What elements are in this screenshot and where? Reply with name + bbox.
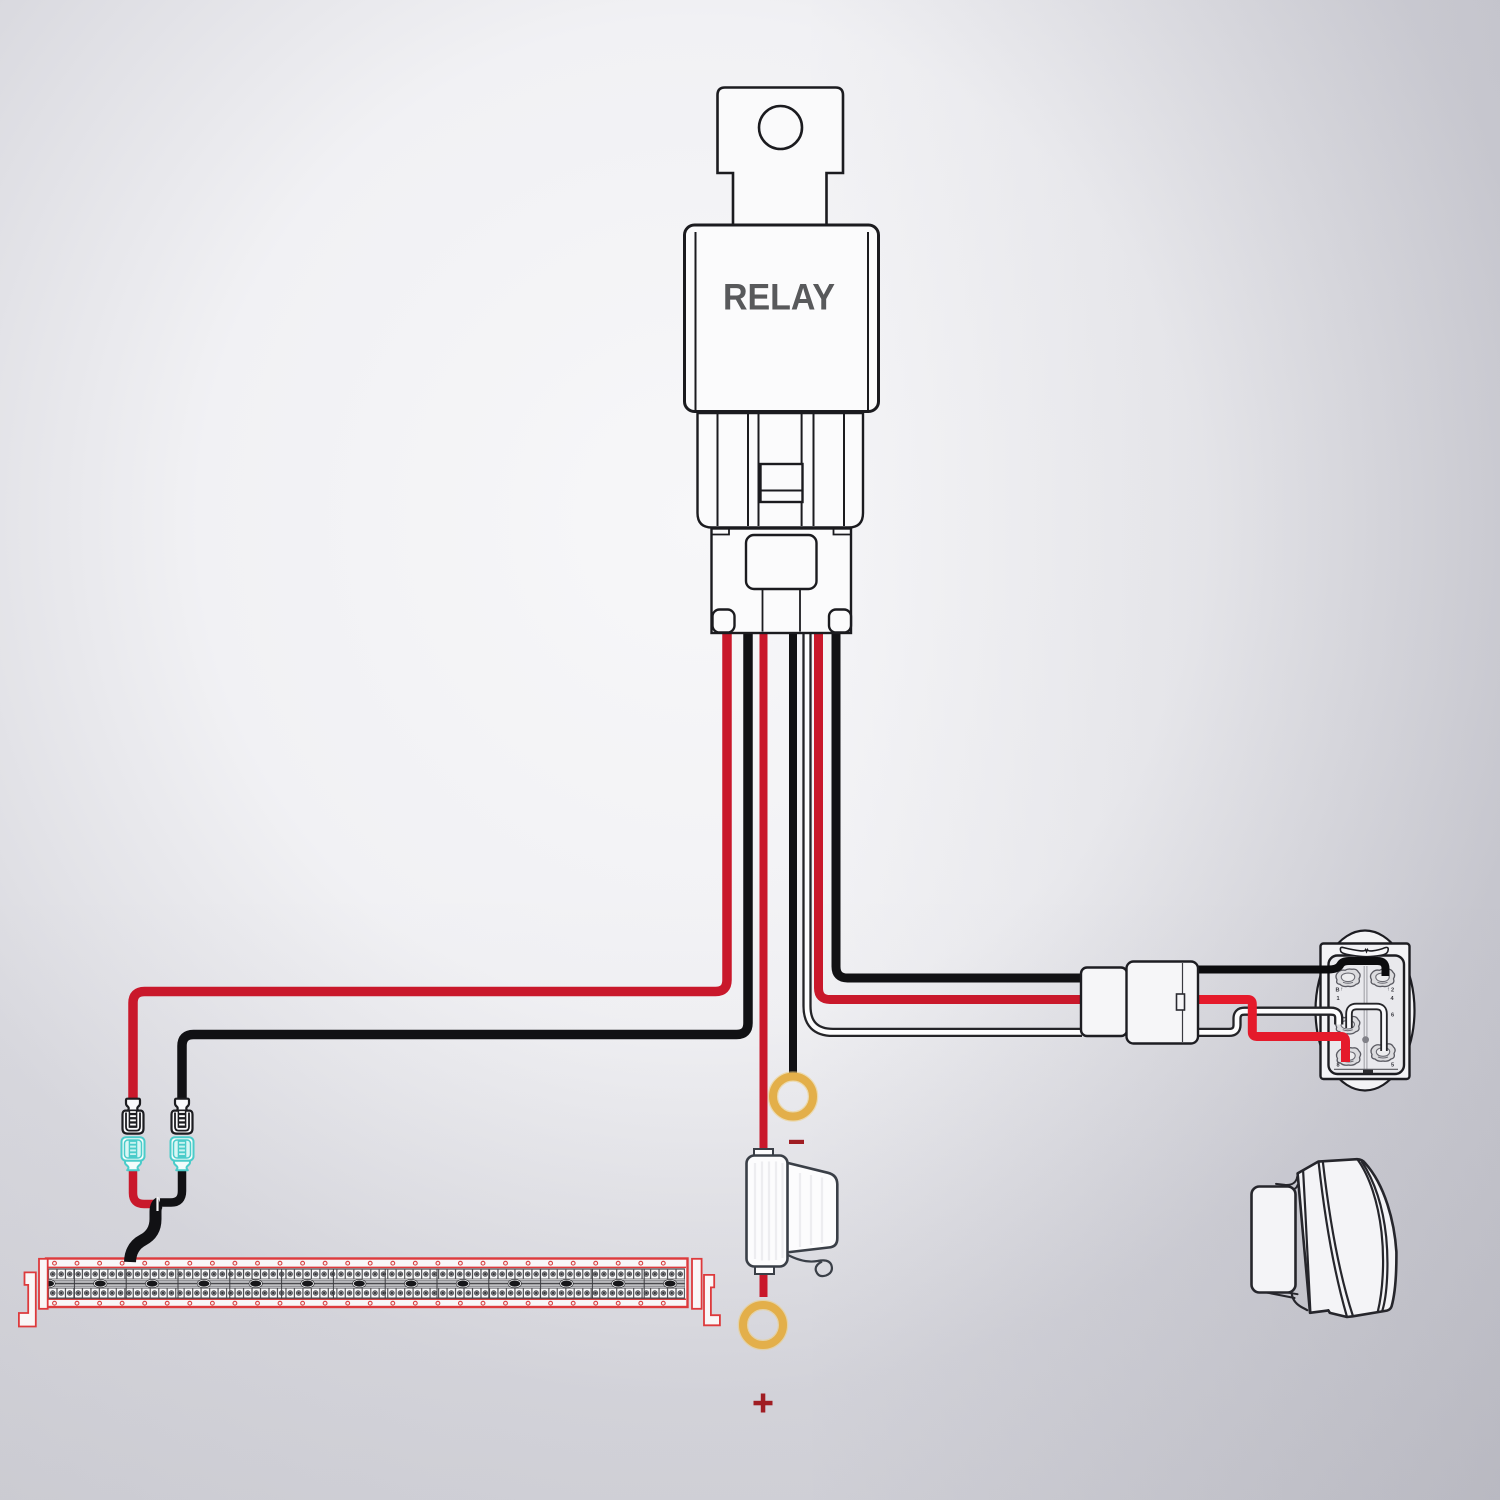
svg-text:RELAY: RELAY <box>723 276 835 318</box>
svg-text:6: 6 <box>1391 1013 1394 1019</box>
svg-text:5: 5 <box>1391 1063 1394 1069</box>
svg-text:B: B <box>1336 988 1340 994</box>
svg-text:↑: ↑ <box>1387 987 1390 993</box>
svg-text:1: 1 <box>1337 996 1340 1002</box>
svg-text:4: 4 <box>1391 996 1395 1002</box>
svg-text:↑: ↑ <box>1341 987 1344 993</box>
svg-text:2: 2 <box>1391 988 1394 994</box>
svg-text:8: 8 <box>1337 1063 1340 1069</box>
